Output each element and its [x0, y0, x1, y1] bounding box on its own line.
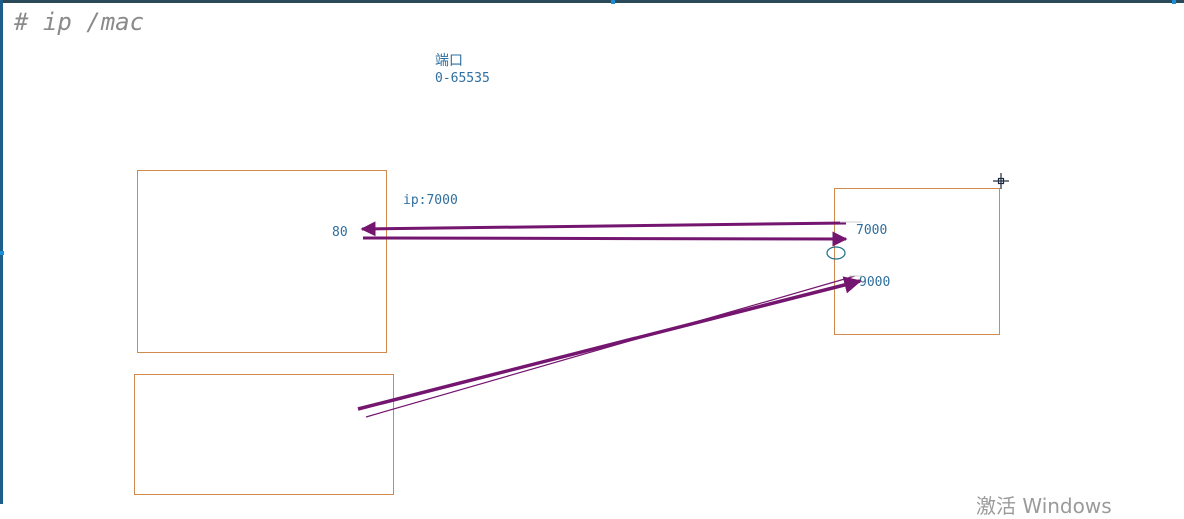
left-top-box [137, 170, 387, 353]
window-top-border [0, 0, 1184, 3]
arrow-to-9000 [357, 276, 862, 411]
line-9000-return [365, 275, 856, 418]
ip-port-label: ip:7000 [403, 193, 458, 208]
right-box [834, 188, 1000, 335]
activation-watermark: 激活 Windows [976, 494, 1112, 518]
crosshair-cursor-icon [993, 173, 1009, 189]
resize-handle-top[interactable] [611, 0, 615, 4]
left-port-label: 80 [332, 225, 348, 240]
resize-handle-left[interactable] [0, 251, 4, 255]
connection-diagram [357, 173, 1009, 418]
left-bottom-box [134, 374, 394, 495]
right-port-bottom-label: 9000 [859, 275, 891, 290]
port-range-label: 0-65535 [435, 71, 490, 86]
arrow-80-to-7000 [362, 231, 848, 247]
port-title-label: 端口 [435, 53, 463, 69]
port-ellipse [826, 246, 846, 260]
right-port-top-label: 7000 [856, 223, 888, 238]
arrow-7000-to-80 [360, 221, 847, 237]
code-comment: # ip /mac [14, 8, 145, 36]
resize-handle-top-right[interactable] [1172, 0, 1176, 4]
